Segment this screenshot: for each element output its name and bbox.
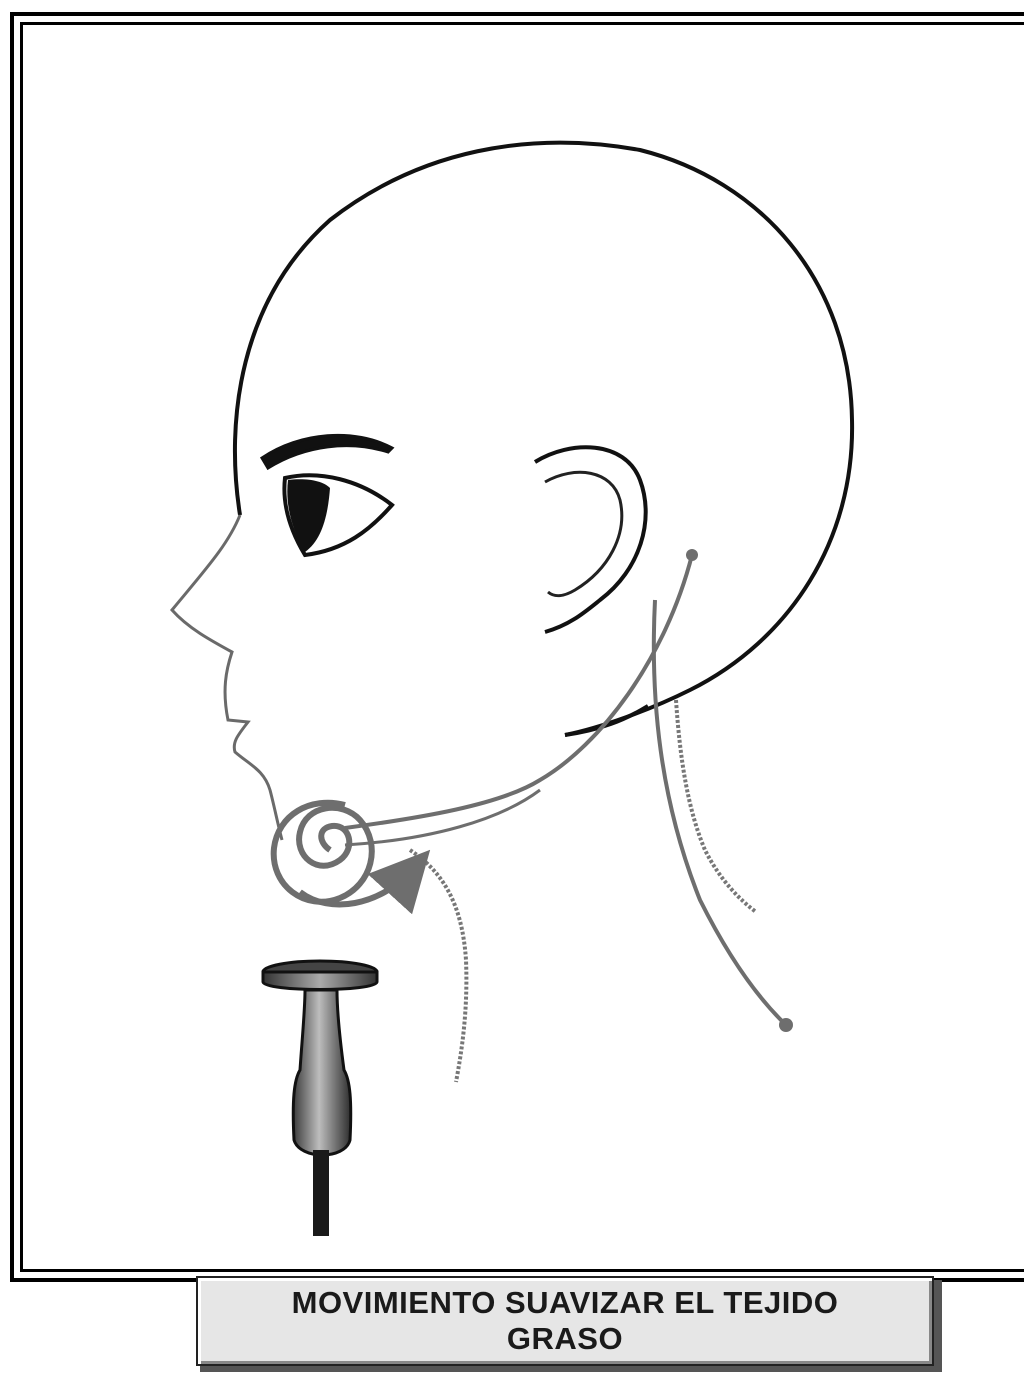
neck-back	[676, 700, 756, 912]
guide-line-neck	[654, 600, 786, 1025]
caption-text: MOVIMIENTO SUAVIZAR EL TEJIDO GRASO	[235, 1285, 895, 1357]
ear-outer	[535, 447, 646, 632]
guide-point-neck	[779, 1018, 793, 1032]
ear-inner	[545, 472, 622, 595]
caption-box: MOVIMIENTO SUAVIZAR EL TEJIDO GRASO	[196, 1276, 934, 1366]
guide-line-jaw	[345, 555, 692, 828]
spiral-motion-icon	[274, 803, 410, 905]
ultrasound-probe-icon	[263, 961, 377, 1236]
face-profile	[172, 515, 282, 840]
guide-point-ear	[686, 549, 698, 561]
neck-front	[410, 850, 466, 1082]
eyebrow	[262, 435, 392, 468]
guide-line-jaw-inner	[345, 790, 540, 845]
